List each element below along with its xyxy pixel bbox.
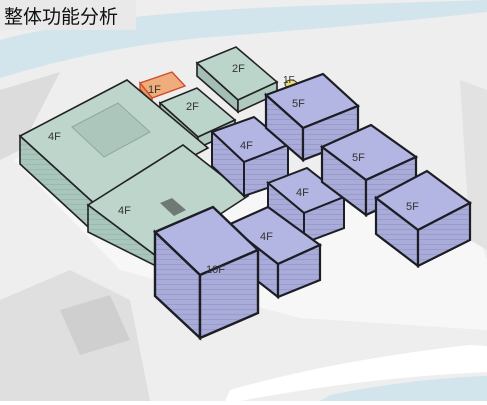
context-block-east [460,80,487,250]
label-b6: 1F [283,75,295,86]
building-b11: 5F [373,169,473,269]
label-b4: 2F [186,101,199,113]
road-south [225,345,487,401]
label-b9: 5F [352,152,365,164]
river-south [320,376,487,401]
label-b11: 5F [406,201,419,213]
label-b2: 4F [118,205,131,217]
building-b13: 10F [152,205,261,341]
building-b3: 2F [195,46,279,114]
building-b7: 5F [263,72,361,163]
label-b3: 2F [232,63,245,75]
label-b5: 1F [148,84,161,96]
label-b1: 4F [48,131,61,143]
label-b8: 4F [240,140,253,152]
label-b12: 4F [260,231,273,243]
context-building [60,295,130,355]
label-b13: 10F [206,264,225,276]
title-label: 整体功能分析 [0,0,137,30]
label-b10: 4F [296,187,309,199]
building-b2: 4F [86,144,250,268]
building-b5: 1F [138,71,187,106]
context-block [0,72,60,160]
label-b7: 5F [292,98,305,110]
building-b1: 4F [18,79,210,238]
